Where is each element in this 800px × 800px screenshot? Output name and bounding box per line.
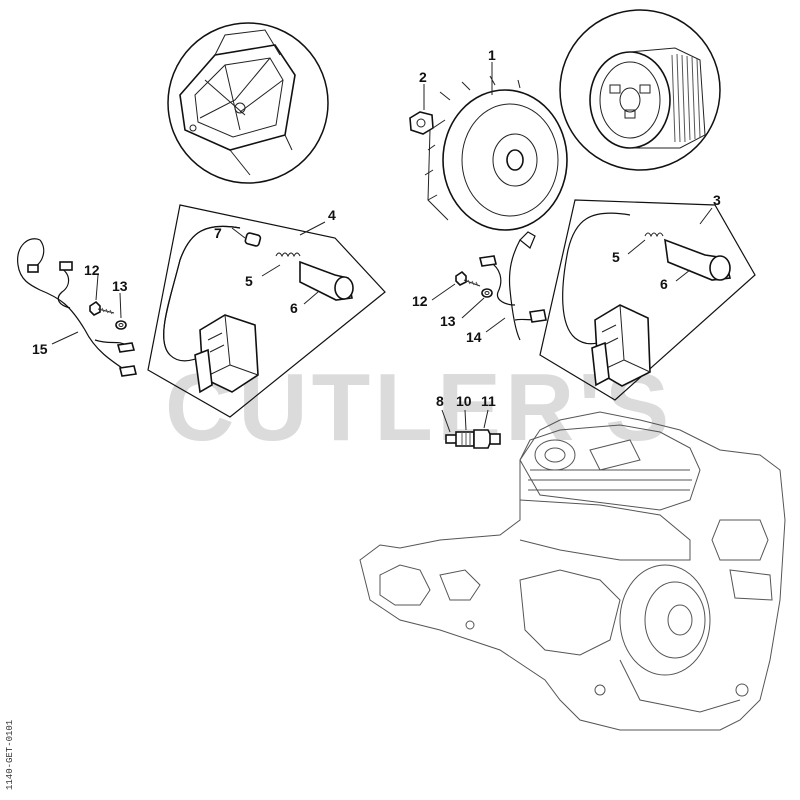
callout-6-right: 6 <box>660 276 668 292</box>
leader-lines <box>51 62 713 433</box>
callout-1: 1 <box>488 47 496 63</box>
flywheel-icon <box>424 75 568 231</box>
screw-left-icon <box>89 300 115 316</box>
spark-plug-icon <box>445 429 501 449</box>
washer-left-icon <box>115 320 127 330</box>
air-filter-inset-icon <box>167 22 329 184</box>
washer-right-icon <box>481 288 493 298</box>
ignition-module-icon <box>194 314 259 394</box>
flywheel-filter-inset-icon <box>559 9 721 171</box>
callout-11: 11 <box>481 393 496 409</box>
callout-5-right: 5 <box>612 249 620 265</box>
callout-6-left: 6 <box>290 300 298 316</box>
callout-10: 10 <box>456 393 472 409</box>
engine-housing-icon <box>359 411 786 731</box>
callout-5-left: 5 <box>245 273 253 289</box>
callout-4: 4 <box>328 207 336 223</box>
callout-3: 3 <box>713 192 721 208</box>
callout-15: 15 <box>32 341 48 357</box>
callout-12-right: 12 <box>412 293 428 309</box>
callout-14: 14 <box>466 329 482 345</box>
short-circuit-wire-icon <box>479 231 547 341</box>
ignition-assembly-left <box>147 204 386 418</box>
callout-2: 2 <box>419 69 427 85</box>
reference-code: 1140-GET-0101 <box>5 720 15 790</box>
callout-12-left: 12 <box>84 262 100 278</box>
callout-13-right: 13 <box>440 313 456 329</box>
callout-8: 8 <box>436 393 444 409</box>
callout-13-left: 13 <box>112 278 128 294</box>
ignition-assembly-right <box>539 199 756 401</box>
ignition-module-icon <box>591 304 651 387</box>
wiring-harness-icon <box>17 238 137 377</box>
callout-7: 7 <box>214 225 222 241</box>
screw-right-icon <box>455 270 481 287</box>
